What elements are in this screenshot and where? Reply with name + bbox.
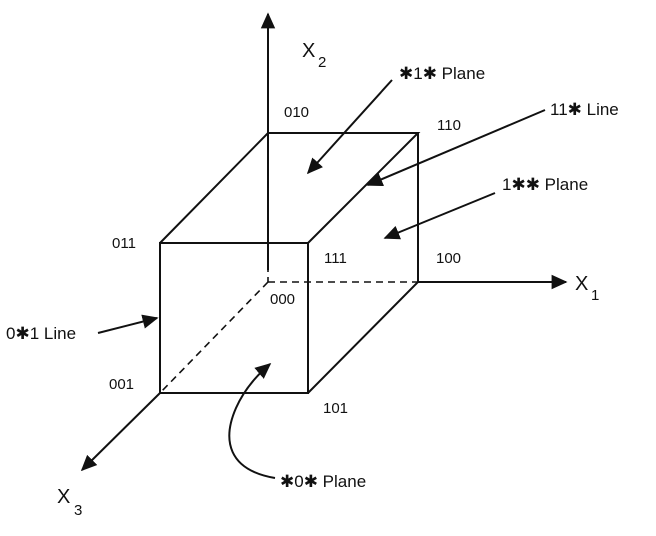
arrow-star0star-plane: [228, 362, 276, 479]
arrow-0star1-line: [97, 314, 159, 334]
annotation-star0star-plane: ✱0✱ Plane: [280, 472, 366, 491]
x2-axis-subscript: 2: [318, 54, 326, 71]
vertex-label-010: 010: [284, 104, 309, 121]
vertex-label-111: 111: [324, 250, 347, 267]
arrow-11star-line: [366, 109, 546, 187]
x3-axis: [80, 392, 161, 472]
right-face-outline: [307, 133, 419, 394]
annotation-11star-line: 11✱ Line: [550, 100, 619, 119]
annotation-1starstar-plane: 1✱✱ Plane: [502, 175, 588, 194]
top-face-outline: [159, 132, 421, 244]
vertex-label-100: 100: [436, 250, 461, 267]
vertex-label-001: 001: [109, 376, 134, 393]
x1-axis-subscript: 1: [591, 287, 599, 304]
hidden-edge-x3: [159, 281, 269, 394]
vertex-label-000: 000: [270, 291, 295, 308]
vertex-label-110: 110: [437, 117, 461, 134]
front-face: [159, 242, 309, 394]
annotation-0star1-line: 0✱1 Line: [6, 324, 76, 343]
annotation-star1star-plane: ✱1✱ Plane: [399, 64, 485, 83]
x3-axis-subscript: 3: [74, 502, 82, 519]
arrow-star1star-plane: [306, 79, 393, 175]
arrow-1starstar-plane: [383, 192, 496, 240]
x2-axis-label: X: [302, 40, 315, 62]
x3-axis-label: X: [57, 486, 70, 508]
vertex-label-101: 101: [323, 400, 348, 417]
x1-axis-label: X: [575, 273, 588, 295]
hidden-edges: [159, 133, 418, 394]
vertex-label-011: 011: [112, 235, 136, 252]
